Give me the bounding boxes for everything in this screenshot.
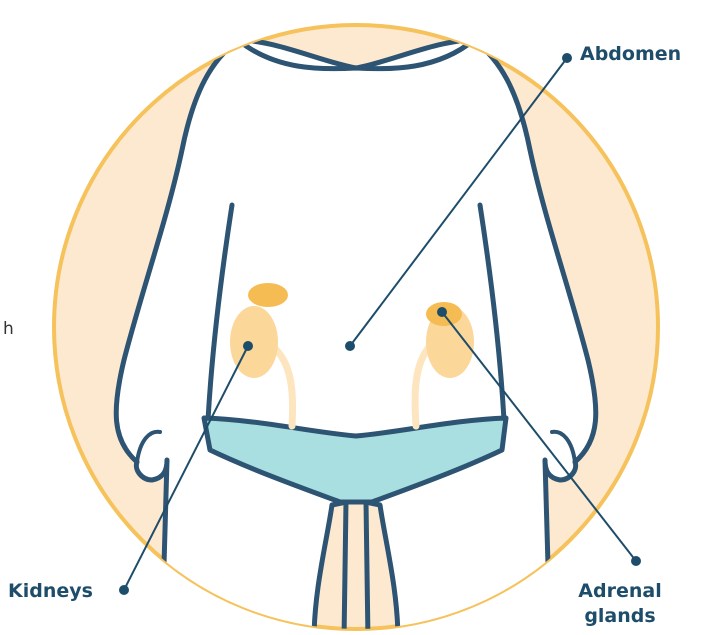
adrenal-label-line2: glands xyxy=(584,605,655,627)
abdomen-label: Abdomen xyxy=(580,43,681,65)
adrenal-label-line1: Adrenal xyxy=(578,580,661,602)
kidneys-dot xyxy=(243,341,253,351)
edge-text-fragment: h xyxy=(3,319,14,339)
kidneys-label: Kidneys xyxy=(8,580,93,602)
kidneys-dot-label xyxy=(119,585,129,595)
abdomen-dot-label xyxy=(562,53,572,63)
adrenal-dot-label xyxy=(631,556,641,566)
adrenal-dot xyxy=(437,307,447,317)
abdomen-dot xyxy=(345,341,355,351)
left-adrenal-gland xyxy=(248,283,288,307)
